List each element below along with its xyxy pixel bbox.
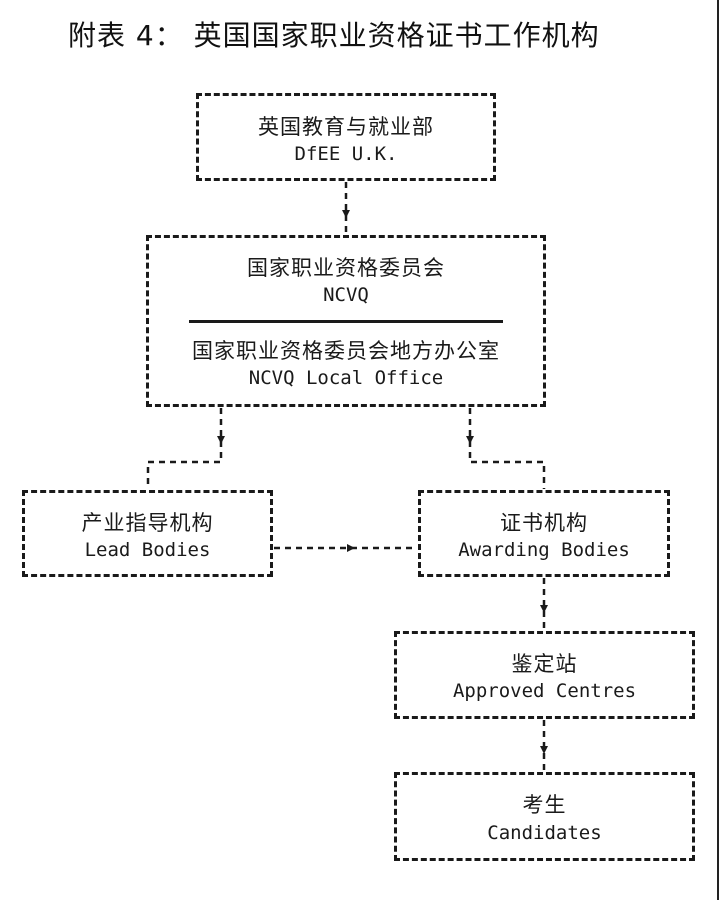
arrowhead-dfee-ncvq — [342, 210, 350, 218]
diagram-title: 附表 4： 英国国家职业资格证书工作机构 — [68, 19, 600, 52]
node-dfee: 英国教育与就业部 DfEE U.K. — [196, 93, 496, 181]
edge-local-awarding — [468, 408, 546, 489]
edge-local-lead — [146, 408, 223, 489]
node-awarding-bodies: 证书机构 Awarding Bodies — [418, 490, 670, 577]
node-ncvq-en: NCVQ — [323, 284, 369, 306]
node-candidates-zh: 考生 — [522, 793, 567, 817]
arrowhead-local-awarding — [466, 436, 474, 444]
node-dfee-zh: 英国教育与就业部 — [258, 115, 434, 139]
arrowhead-approved-candidates — [540, 746, 548, 754]
arrowhead-lead-awarding — [347, 544, 355, 552]
node-approved-centres-zh: 鉴定站 — [511, 652, 578, 676]
node-candidates: 考生 Candidates — [394, 772, 695, 861]
node-awarding-bodies-en: Awarding Bodies — [458, 539, 630, 561]
arrowhead-awarding-approved — [540, 605, 548, 613]
ncvq-divider — [189, 320, 503, 323]
arrowhead-local-lead — [217, 436, 225, 444]
page-edge-line — [717, 0, 719, 900]
node-lead-bodies-zh: 产业指导机构 — [81, 511, 214, 535]
node-lead-bodies-en: Lead Bodies — [84, 539, 211, 561]
node-candidates-en: Candidates — [487, 822, 602, 844]
node-approved-centres: 鉴定站 Approved Centres — [394, 631, 695, 719]
node-lead-bodies: 产业指导机构 Lead Bodies — [22, 490, 273, 577]
node-ncvq-local-zh: 国家职业资格委员会地方办公室 — [192, 339, 500, 363]
node-dfee-en: DfEE U.K. — [294, 143, 398, 165]
node-approved-centres-en: Approved Centres — [452, 680, 637, 702]
node-awarding-bodies-zh: 证书机构 — [500, 511, 588, 535]
node-ncvq-local-en: NCVQ Local Office — [248, 367, 444, 389]
node-ncvq: 国家职业资格委员会 NCVQ 国家职业资格委员会地方办公室 NCVQ Local… — [146, 235, 546, 407]
node-ncvq-zh: 国家职业资格委员会 — [247, 256, 445, 280]
